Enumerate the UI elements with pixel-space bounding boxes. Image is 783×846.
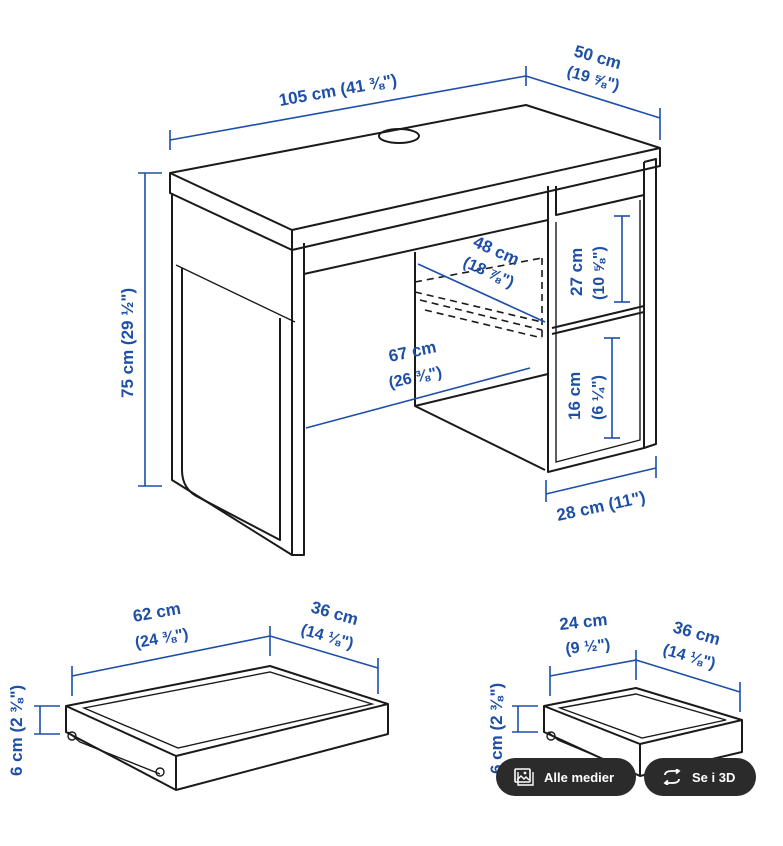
label-height: 75 cm (29 ½") xyxy=(118,288,137,398)
label-large-drawer-width-cm: 62 cm xyxy=(131,599,182,626)
label-small-drawer-height: 6 cm (2 ⅜") xyxy=(487,683,506,774)
label-cabinet-width: 28 cm (11") xyxy=(555,488,647,525)
label-lower-shelf-in: (6 ¼") xyxy=(590,375,607,420)
label-upper-shelf-in: (10 ⅝") xyxy=(591,246,608,300)
large-drawer-dimension-lines xyxy=(34,626,379,735)
label-small-drawer-width-cm: 24 cm xyxy=(558,610,608,634)
label-large-drawer-height: 6 cm (2 ⅜") xyxy=(7,685,26,776)
label-lower-shelf-cm: 16 cm xyxy=(565,372,584,420)
label-small-drawer-width-in: (9 ½") xyxy=(565,636,611,658)
view-3d-label: Se i 3D xyxy=(692,769,736,785)
large-drawer-drawing xyxy=(65,665,389,791)
small-drawer-dimension-lines xyxy=(512,650,741,733)
view-3d-button[interactable]: Se i 3D xyxy=(644,758,756,796)
image-gallery-icon xyxy=(514,768,534,786)
rotate-3d-icon xyxy=(663,769,681,785)
label-large-drawer-width-in: (24 ⅜") xyxy=(134,626,190,652)
desk-dimension-lines xyxy=(138,66,661,502)
all-media-label: Alle medier xyxy=(544,769,615,785)
desk-drawing xyxy=(169,104,661,556)
label-upper-shelf-cm: 27 cm xyxy=(567,248,586,296)
all-media-button[interactable]: Alle medier xyxy=(496,758,636,796)
label-width: 105 cm (41 ⅜") xyxy=(277,70,398,109)
label-inner-width-cm: 67 cm xyxy=(387,337,438,366)
